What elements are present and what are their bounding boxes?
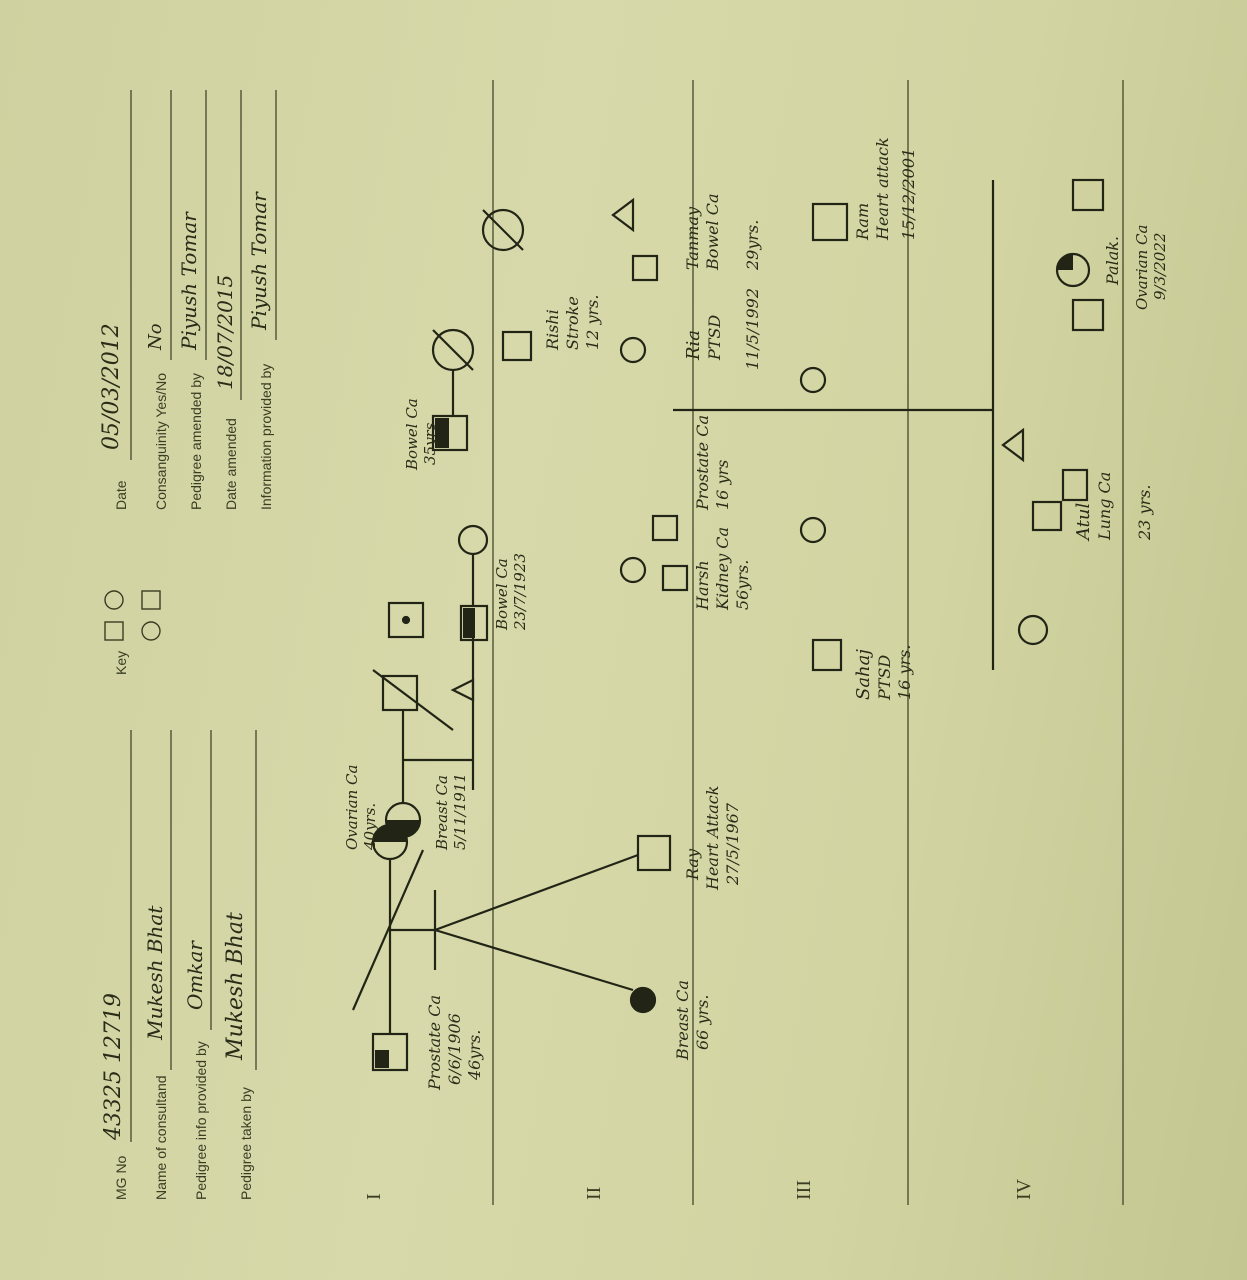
note-g3-prostate: Prostate Ca <box>693 415 712 510</box>
note-g3-harsh-age: 56yrs. <box>733 559 752 610</box>
note-g1-mid-male-date: 5/11/1911 <box>451 773 469 850</box>
gen3-sahaj-male <box>811 638 843 672</box>
note-g3-sahaj: Sahaj <box>853 649 874 700</box>
note-g1-left-male: Prostate Ca <box>425 995 444 1090</box>
note-g4-atul-cause: Lung Ca <box>1095 471 1114 540</box>
gen3-female-hatched <box>619 556 647 584</box>
note-g1-mid-female-age: 40yrs. <box>361 802 379 850</box>
note-g1-right-male-age: 35yrs <box>421 422 439 465</box>
gen2-breastca-female <box>629 986 657 1014</box>
note-g4-palak-date: 9/3/2022 <box>1151 232 1169 300</box>
gen2-rishi-male <box>501 330 533 362</box>
gen3-female-mid <box>799 516 827 544</box>
gen2-pregnancy-triangle <box>450 678 475 702</box>
note-g3-ram-date: 15/12/2001 <box>899 147 918 240</box>
note-g4-atul-age: 23 yrs. <box>1135 484 1154 540</box>
gen1-right-male <box>387 601 425 639</box>
gen1-mid-male <box>381 674 419 712</box>
note-g3-ria-cause: PTSD <box>705 314 724 360</box>
note-g3-harsh-cause: Kidney Ca <box>713 527 732 610</box>
pedigree-form: MG No 43325 12719 Name of consultand Muk… <box>73 50 1173 1230</box>
gen3-triangle <box>611 197 635 233</box>
gen3-ram-male <box>811 202 849 242</box>
note-g1-right-male: Bowel Ca <box>403 398 421 470</box>
key-female-outline-icon <box>141 621 161 641</box>
note-g3-ria-date: 11/5/1992 <box>743 287 762 370</box>
note-g2-rishi-cause: Stroke <box>563 296 582 350</box>
note-g3-tanmay-cause: Bowel Ca <box>703 193 722 270</box>
gen4-female-left <box>1017 614 1049 646</box>
note-g2-left-female: Breast Ca <box>673 980 692 1060</box>
gen2-deceased-female-right <box>481 208 525 252</box>
gen4-atul-male <box>1031 500 1063 532</box>
gen1-bowelca-male <box>431 414 469 452</box>
gen2-female-hatched <box>457 524 489 556</box>
gen3-male <box>651 514 679 542</box>
gen4-male-b <box>1071 178 1105 212</box>
note-g1-left-male-date: 6/6/1906 <box>445 1013 464 1085</box>
gen4-male-bracket <box>1061 468 1089 502</box>
note-g2-mid-male: Bowel Ca <box>493 558 511 630</box>
key-male-icon <box>104 621 124 641</box>
gen2-ray-male <box>636 834 672 872</box>
note-g3-sahaj-cause: PTSD <box>875 654 894 700</box>
note-g4-palak-cause: Ovarian Ca <box>1133 224 1151 310</box>
note-g2-ray-date: 27/5/1967 <box>723 802 742 885</box>
note-g4-atul: Atul <box>1073 502 1094 540</box>
note-g3-ria: Ria <box>683 329 704 360</box>
key-male-outline-icon <box>141 590 161 610</box>
note-g4-palak: Palak. <box>1103 235 1122 285</box>
note-g1-mid-female: Ovarian Ca <box>343 764 361 850</box>
gen3-tanmay-male <box>631 254 659 282</box>
note-g2-rishi-age: 12 yrs. <box>583 294 602 350</box>
key-symbols <box>104 590 161 641</box>
note-g2-mid-male-date: 23/7/1923 <box>511 553 529 630</box>
note-g3-sahaj-age: 16 yrs. <box>895 644 914 700</box>
gen3-female-right <box>799 366 827 394</box>
note-g3-harsh: Harsh <box>693 560 712 610</box>
note-g1-mid-male: Breast Ca <box>433 775 451 850</box>
gen3-harsh-male <box>661 564 689 592</box>
note-g3-tanmay-age: 29yrs. <box>743 219 762 270</box>
key-female-icon <box>104 590 124 610</box>
gen4-male-a <box>1071 298 1105 332</box>
note-g3-ram: Ram <box>853 202 872 240</box>
pedigree-drawing <box>104 80 1124 1205</box>
note-g3-ram-cause: Heart attack <box>873 137 892 240</box>
note-g2-rishi: Rishi <box>543 309 562 350</box>
note-g3-prostate-age: 16 yrs <box>713 459 732 510</box>
note-g1-left-male-age: 46yrs. <box>465 1029 484 1080</box>
gen3-ria-female <box>619 336 647 364</box>
gen4-triangle <box>1001 427 1025 463</box>
note-g3-tanmay: Tanmay <box>683 206 702 270</box>
note-g2-ray-cause: Heart Attack <box>703 785 722 890</box>
note-g2-left-female-age: 66 yrs. <box>693 994 712 1050</box>
note-g2-ray: Ray <box>683 849 702 880</box>
